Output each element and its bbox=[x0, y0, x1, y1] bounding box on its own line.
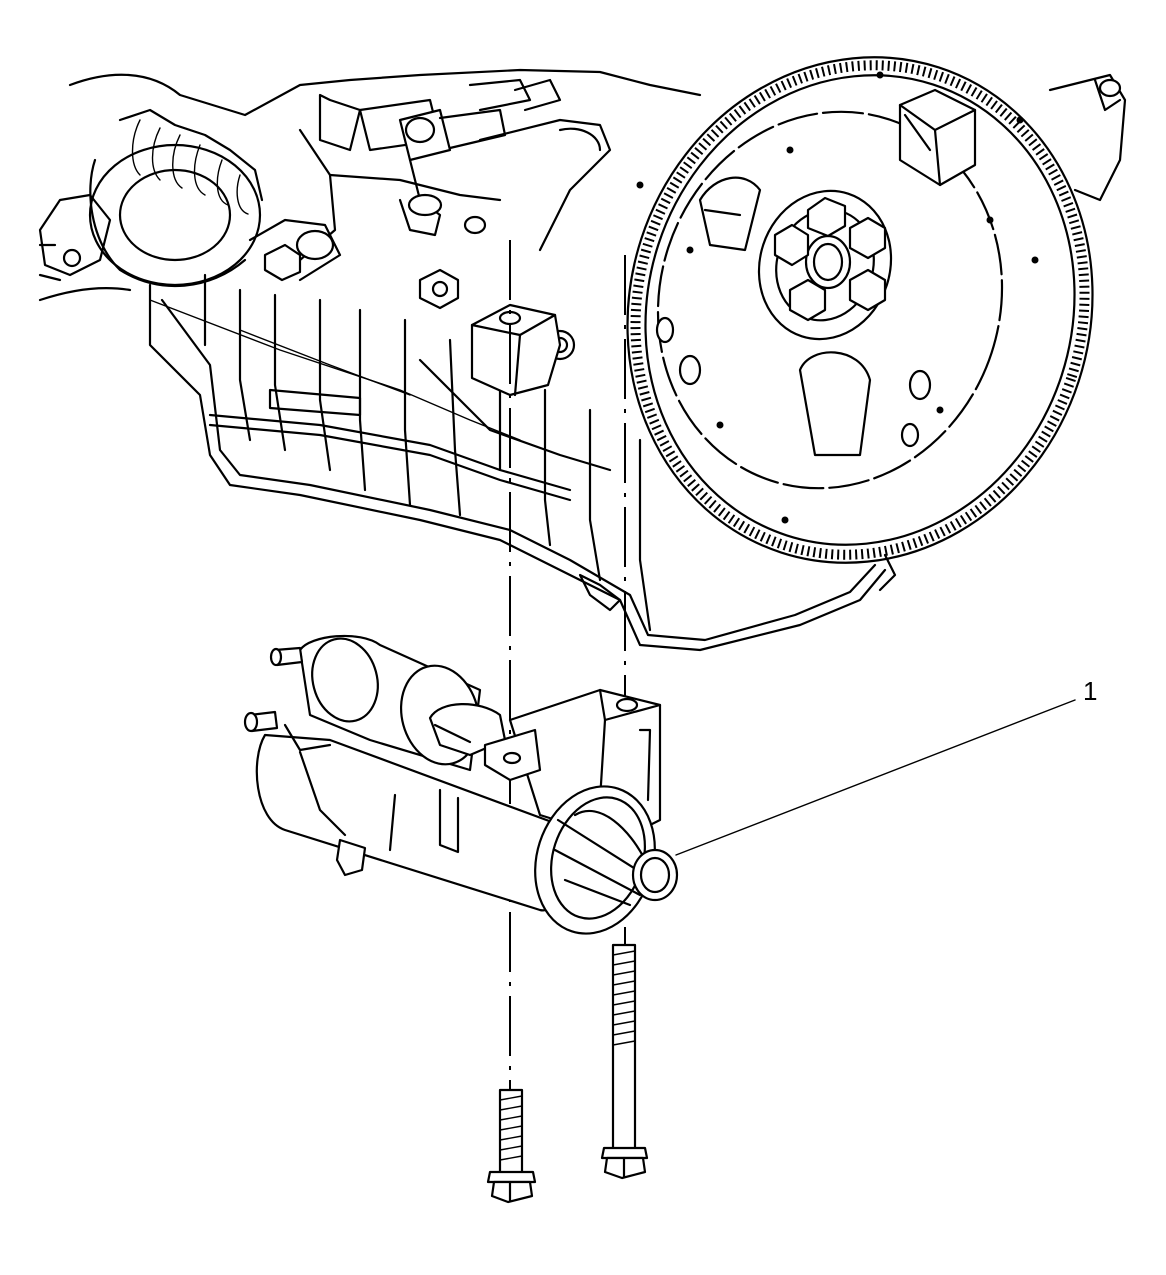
engine-block bbox=[38, 68, 887, 652]
terminal-studs bbox=[243, 646, 332, 752]
starter-drive-end bbox=[534, 785, 679, 935]
block-bolts bbox=[248, 215, 576, 361]
flywheel bbox=[626, 56, 1127, 592]
callout-label: 1 bbox=[1083, 676, 1097, 706]
block-mounting-pad bbox=[470, 303, 562, 397]
crankshaft-pulley bbox=[88, 108, 264, 288]
starter-motor bbox=[243, 634, 679, 935]
starter-bolt-long bbox=[600, 943, 649, 1180]
starter-bolt-short bbox=[486, 1088, 537, 1204]
solenoid bbox=[298, 634, 507, 772]
callout-1: 1 bbox=[675, 676, 1097, 856]
sensor-connector bbox=[398, 78, 562, 237]
oil-pan bbox=[148, 273, 887, 652]
